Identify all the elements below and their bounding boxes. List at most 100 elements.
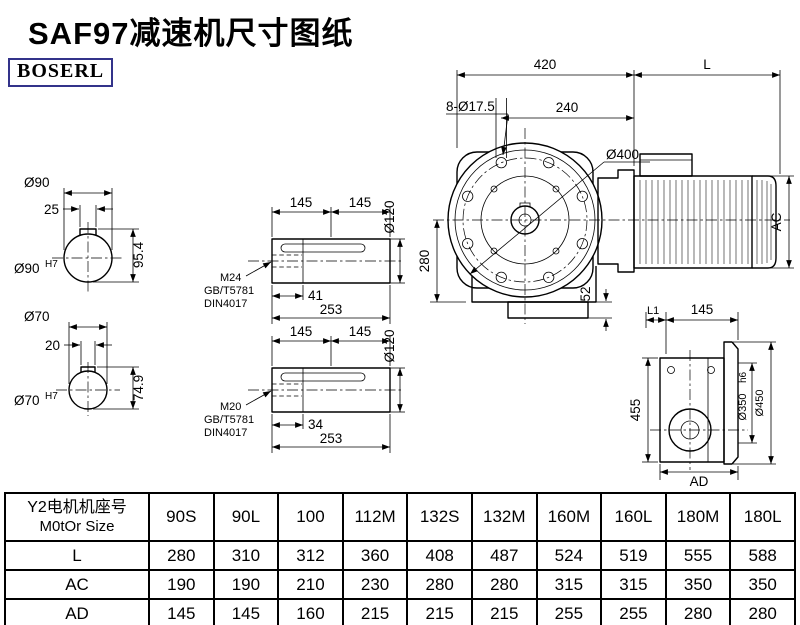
- shaft-m24-len2: 145: [349, 195, 372, 210]
- cell-AC-112M: 230: [341, 569, 409, 600]
- keyway-width-70-label: 20: [45, 338, 60, 353]
- cell-AD-112M: 215: [341, 598, 409, 625]
- table-row-AC: AC 190 190 210 230 280 280 315 315 350 3…: [4, 569, 796, 600]
- table-row-L: L 280 310 312 360 408 487 524 519 555 58…: [4, 540, 796, 571]
- terminal-box: [639, 153, 693, 177]
- bore-fit-90-label: Ø90: [14, 261, 40, 276]
- frame-size-132S: 132S: [406, 492, 473, 542]
- frame-size-180L: 180L: [729, 492, 796, 542]
- dia-350-tol: h6: [738, 371, 749, 383]
- page-title: SAF97减速机尺寸图纸: [28, 16, 354, 51]
- cell-L-112M: 360: [341, 540, 409, 571]
- shaft-m20-len2: 145: [349, 324, 372, 339]
- shaft-keyway-m20: [280, 372, 366, 382]
- dia-90-label: Ø90: [24, 175, 50, 190]
- dim-L: L: [703, 57, 711, 72]
- dim-145-side: 145: [691, 302, 714, 317]
- keyway-70: [80, 366, 96, 373]
- cell-L-100: 312: [277, 540, 344, 571]
- dim-L1: L1: [647, 305, 659, 317]
- gearbox-side-view: L1 145 455 Ø350 h6 Ø450 AD: [628, 302, 776, 489]
- technical-drawing: Ø90 25 95.4 Ø90 H7 Ø70: [14, 57, 794, 489]
- holes-callout: 8-Ø17.5: [446, 99, 495, 114]
- motor-body: [633, 175, 753, 269]
- cell-AD-160M: 255: [535, 598, 603, 625]
- shaft-m24-total: 253: [320, 302, 343, 317]
- shaft-m24-thread: M24: [220, 272, 241, 284]
- frame-size-112M: 112M: [341, 492, 409, 542]
- gearbox-front-view: 420 L 240 8-Ø17.5 Ø400 280 52 AC: [417, 57, 794, 331]
- cell-L-180L: 588: [729, 540, 796, 571]
- dim-AD: AD: [690, 474, 709, 489]
- table-row-AD: AD 145 145 160 215 215 215 255 255 280 2…: [4, 598, 796, 625]
- shaft-m20-total: 253: [320, 431, 343, 446]
- row-label-L: L: [4, 540, 150, 571]
- row-label-AC: AC: [4, 569, 150, 600]
- shaft-m24-threadlen: 41: [308, 288, 323, 303]
- keyway-height-90-label: 95.4: [131, 241, 146, 268]
- motor-size-header: Y2电机机座号 M0tOr Size: [4, 492, 150, 542]
- cell-AD-132S: 215: [406, 598, 473, 625]
- cell-AC-100: 210: [277, 569, 344, 600]
- shaft-m20-len1: 145: [290, 324, 313, 339]
- dim-AC: AC: [769, 212, 784, 231]
- bore-fit-90-tol: H7: [45, 259, 58, 270]
- dia-350-label: Ø350: [737, 394, 749, 421]
- shaft-body-m20: [271, 367, 391, 413]
- shaft-view-m20: 145 145 Ø120 M20 GB/T5781 DIN4017 34 253: [204, 324, 405, 453]
- bore-end-view-90: Ø90 25 95.4 Ø90 H7: [14, 175, 146, 294]
- cell-AC-160M: 315: [535, 569, 603, 600]
- shaft-m20-std2: DIN4017: [204, 427, 247, 439]
- row-label-AD: AD: [4, 598, 150, 625]
- cell-L-132M: 487: [470, 540, 538, 571]
- shaft-m24-len1: 145: [290, 195, 313, 210]
- fan-cover: [752, 175, 777, 269]
- fan-cover-slots: [756, 180, 772, 264]
- motor-adapter: [597, 169, 635, 273]
- cell-L-160M: 524: [535, 540, 603, 571]
- cell-AD-180M: 280: [664, 598, 732, 625]
- motor-fins: [639, 180, 749, 264]
- frame-size-160M: 160M: [535, 492, 603, 542]
- motor-size-header-en: M0tOr Size: [39, 518, 115, 535]
- dim-280: 280: [417, 250, 432, 273]
- frame-size-180M: 180M: [664, 492, 732, 542]
- cell-AC-180M: 350: [664, 569, 732, 600]
- shaft-view-m24: 145 145 Ø120 M24 GB/T5781 DIN4017 41 253: [204, 195, 405, 324]
- keyway-height-70-label: 74.9: [131, 375, 146, 401]
- bore-fit-70-tol: H7: [45, 391, 58, 402]
- dim-420: 420: [534, 57, 557, 72]
- bore-fit-70-label: Ø70: [14, 393, 40, 408]
- cell-AC-160L: 315: [600, 569, 667, 600]
- dia-70-label: Ø70: [24, 309, 50, 324]
- shaft-m20-dia: Ø120: [382, 329, 397, 362]
- cell-AC-90S: 190: [148, 569, 215, 600]
- cell-L-160L: 519: [600, 540, 667, 571]
- cell-L-132S: 408: [406, 540, 473, 571]
- cell-AC-132S: 280: [406, 569, 473, 600]
- shaft-m20-thread: M20: [220, 401, 241, 413]
- motor-size-header-cn: Y2电机机座号: [27, 499, 127, 516]
- frame-size-90S: 90S: [148, 492, 215, 542]
- bore-circle-70: [68, 370, 108, 410]
- dim-240: 240: [556, 100, 579, 115]
- shaft-keyway-m24: [280, 243, 366, 253]
- frame-size-90L: 90L: [212, 492, 280, 542]
- frame-size-160L: 160L: [600, 492, 667, 542]
- cell-AD-90L: 145: [212, 598, 280, 625]
- dia-450-label: Ø450: [754, 390, 766, 417]
- cell-L-90S: 280: [148, 540, 215, 571]
- cell-L-180M: 555: [664, 540, 732, 571]
- dim-455: 455: [628, 399, 643, 422]
- cell-AC-180L: 350: [729, 569, 796, 600]
- bolt-circle: [462, 157, 588, 283]
- table-header-row: Y2电机机座号 M0tOr Size 90S 90L 100 112M 132S…: [4, 492, 796, 542]
- bore-circle-90: [63, 233, 113, 283]
- keyway-90: [79, 228, 97, 236]
- output-flange: [723, 341, 739, 465]
- cell-AD-160L: 255: [600, 598, 667, 625]
- cell-AC-132M: 280: [470, 569, 538, 600]
- shaft-m24-std1: GB/T5781: [204, 285, 254, 297]
- brand-logo: BOSERL: [8, 58, 114, 87]
- bore-end-view-70: Ø70 20 74.9 Ø70 H7: [14, 309, 146, 416]
